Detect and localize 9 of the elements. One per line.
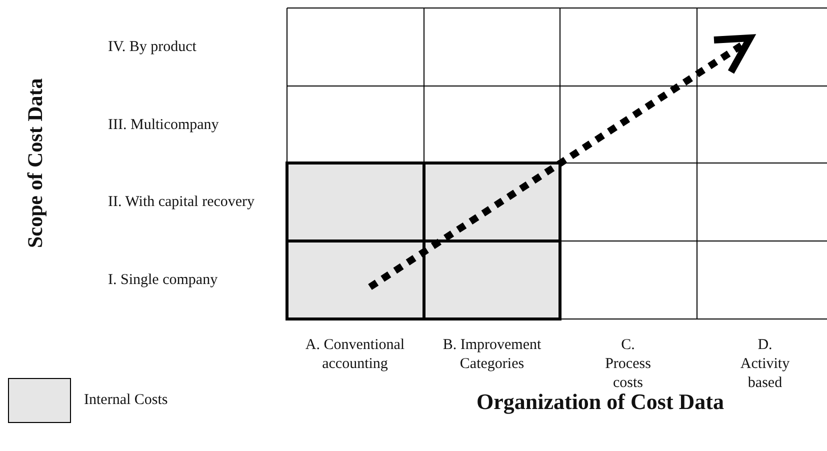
- row-label: II. With capital recovery: [108, 193, 255, 212]
- column-label: A. Conventional accounting: [305, 336, 405, 374]
- legend-label: Internal Costs: [84, 391, 168, 410]
- row-label: III. Multicompany: [108, 116, 219, 135]
- row-label: IV. By product: [108, 38, 196, 57]
- row-label: I. Single company: [108, 271, 218, 290]
- column-label: D. Activity based: [739, 336, 791, 393]
- column-label: B. Improvement Categories: [442, 336, 542, 374]
- axis-title: Scope of Cost Data: [22, 78, 48, 248]
